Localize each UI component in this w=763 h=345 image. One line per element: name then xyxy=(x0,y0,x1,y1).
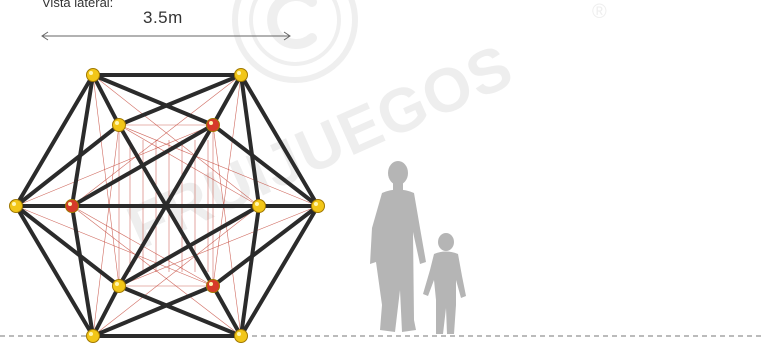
frame-bar xyxy=(239,204,320,338)
connector-highlight xyxy=(89,332,93,336)
watermark-registered: ® xyxy=(592,1,607,23)
frame-bar xyxy=(91,73,215,127)
rope-line xyxy=(118,205,319,287)
connector-highlight xyxy=(12,202,16,206)
rope-line xyxy=(92,74,120,287)
connectors xyxy=(9,68,325,343)
connector-node xyxy=(234,68,248,82)
frame-bar xyxy=(211,204,320,288)
connector-node xyxy=(234,329,248,343)
connector-highlight xyxy=(89,71,93,75)
frame-bar xyxy=(117,204,261,288)
connector-highlight xyxy=(115,282,119,286)
connector-highlight xyxy=(68,202,72,206)
frame-bar xyxy=(70,204,95,338)
frame-bar xyxy=(70,73,95,208)
dimension-label: 3.5m xyxy=(143,8,183,27)
frame-bar xyxy=(117,73,243,127)
frame-bar xyxy=(211,284,243,338)
connector-highlight xyxy=(255,202,259,206)
frame-bar xyxy=(117,284,243,338)
rope-line xyxy=(118,124,319,207)
connector-highlight xyxy=(314,202,318,206)
scale-silhouettes xyxy=(370,161,466,334)
connector-highlight xyxy=(209,282,213,286)
climbing-frame xyxy=(14,73,320,338)
connector-highlight xyxy=(209,121,213,125)
frame-bar xyxy=(14,204,121,288)
connector-highlight xyxy=(237,71,241,75)
frame-bar xyxy=(91,284,215,338)
rope-line xyxy=(15,205,214,287)
rope-line xyxy=(212,124,242,337)
watermark: FRUIJUEGOS ® xyxy=(118,0,607,263)
frame-bar xyxy=(211,73,243,127)
frame-bar xyxy=(91,73,121,127)
watermark-seal xyxy=(232,0,358,83)
frame-bar xyxy=(14,123,121,208)
connector-node xyxy=(252,199,266,213)
connector-node xyxy=(86,68,100,82)
connector-highlight xyxy=(237,332,241,336)
connector-node xyxy=(112,118,126,132)
frame-bar xyxy=(239,204,261,338)
rope-line xyxy=(15,124,214,207)
connector-node xyxy=(65,199,79,213)
connector-node xyxy=(9,199,23,213)
connector-node xyxy=(206,279,220,293)
frame-bar xyxy=(239,73,261,208)
connector-highlight xyxy=(115,121,119,125)
frame-bar xyxy=(14,204,95,338)
frame-bar xyxy=(70,123,215,208)
frame-bar xyxy=(117,123,215,288)
frame-bar xyxy=(91,284,121,338)
rope-line xyxy=(92,124,120,337)
connector-node xyxy=(86,329,100,343)
connector-node xyxy=(112,279,126,293)
child-silhouette xyxy=(423,233,466,334)
adult-silhouette xyxy=(370,161,426,332)
frame-bar xyxy=(14,73,95,208)
frame-bar xyxy=(239,73,320,208)
connector-node xyxy=(311,199,325,213)
view-label: Vista lateral: xyxy=(42,0,114,10)
frame-bar xyxy=(211,123,320,208)
connector-node xyxy=(206,118,220,132)
dimension-arrow xyxy=(41,31,291,41)
